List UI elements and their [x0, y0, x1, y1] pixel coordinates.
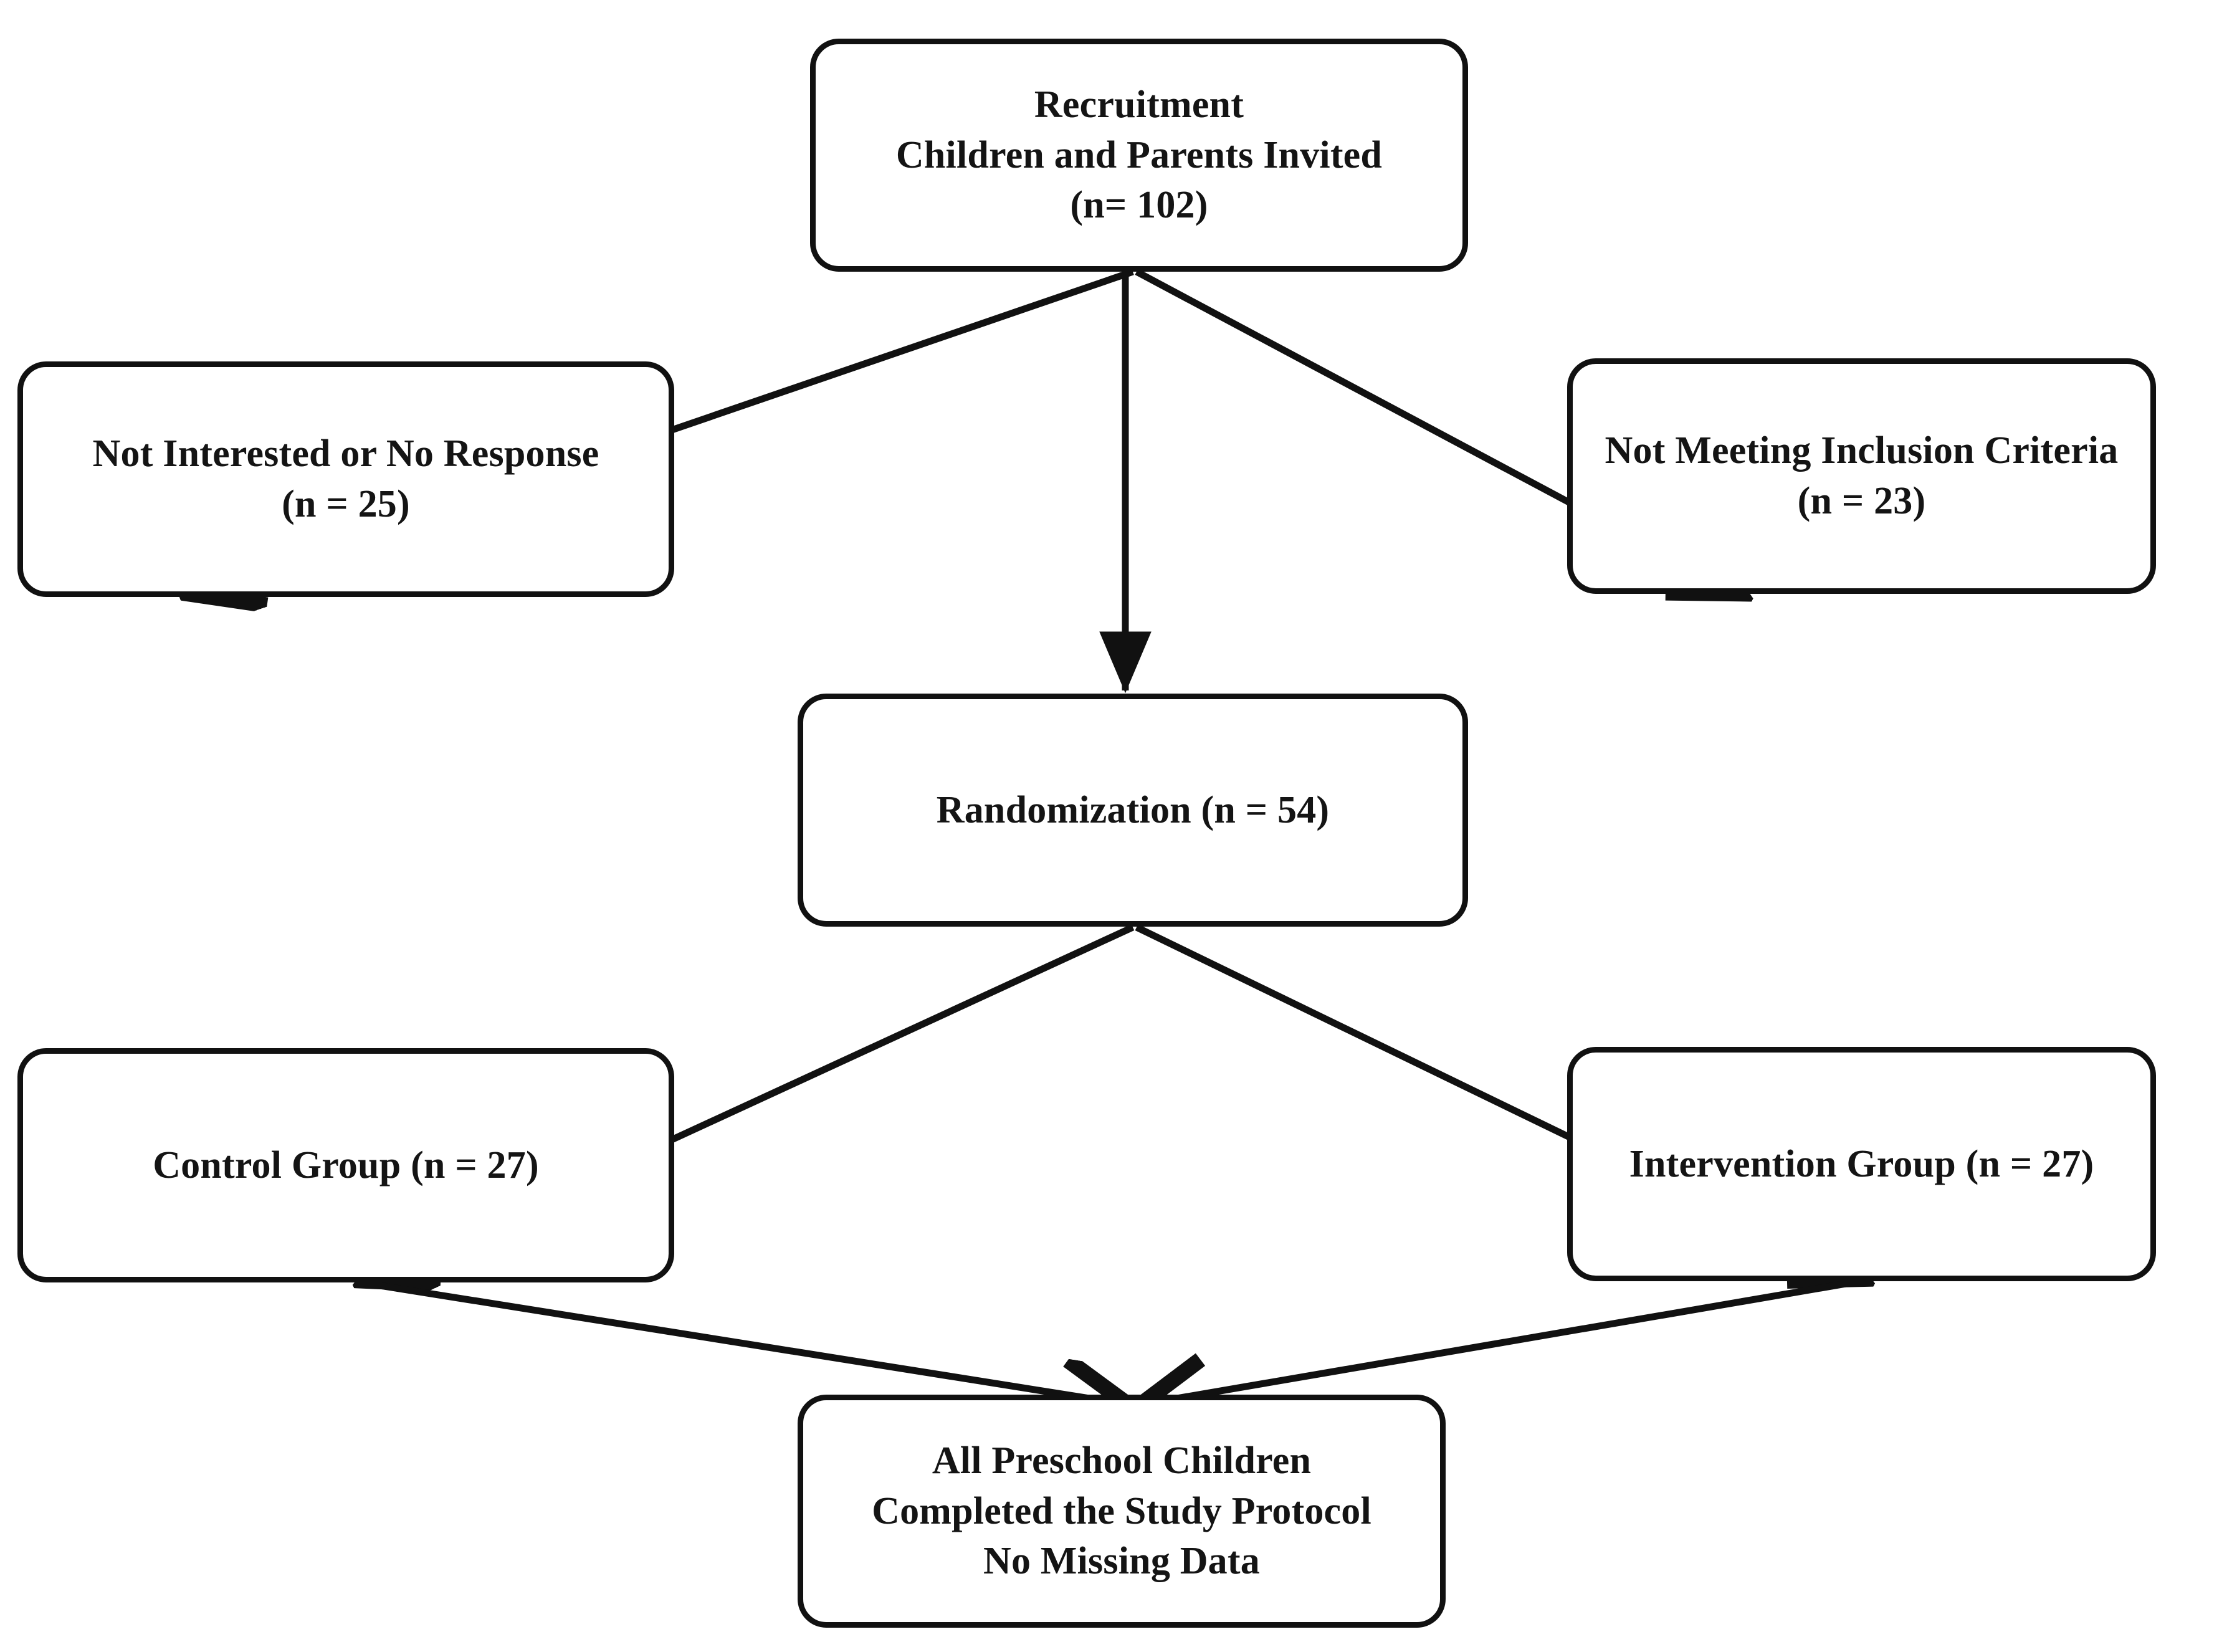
edge-intervention-to-completed — [1144, 1277, 1861, 1404]
node-control-group[interactable]: Control Group (n = 27) — [17, 1048, 674, 1282]
node-intervention-group[interactable]: Intervention Group (n = 27) — [1567, 1047, 2156, 1281]
edge-control-to-completed — [360, 1279, 1125, 1404]
node-recruitment[interactable]: Recruitment Children and Parents Invited… — [810, 39, 1468, 272]
node-not-meeting-label: Not Meeting Inclusion Criteria (n = 23) — [1605, 429, 2119, 522]
node-randomization-label: Randomization (n = 54) — [936, 788, 1330, 831]
node-not-interested-or-no-response[interactable]: Not Interested or No Response (n = 25) — [17, 361, 674, 597]
node-not-interested-label: Not Interested or No Response (n = 25) — [92, 432, 599, 525]
node-control-group-label: Control Group (n = 27) — [153, 1144, 539, 1186]
node-completed-label: All Preschool Children Completed the Stu… — [872, 1440, 1371, 1583]
node-all-preschool-children-completed[interactable]: All Preschool Children Completed the Stu… — [798, 1395, 1446, 1628]
node-intervention-group-label: Intervention Group (n = 27) — [1629, 1142, 2094, 1185]
node-not-meeting-inclusion-criteria[interactable]: Not Meeting Inclusion Criteria (n = 23) — [1567, 358, 2156, 594]
node-recruitment-label: Recruitment Children and Parents Invited… — [895, 84, 1383, 227]
node-randomization[interactable]: Randomization (n = 54) — [798, 694, 1468, 927]
